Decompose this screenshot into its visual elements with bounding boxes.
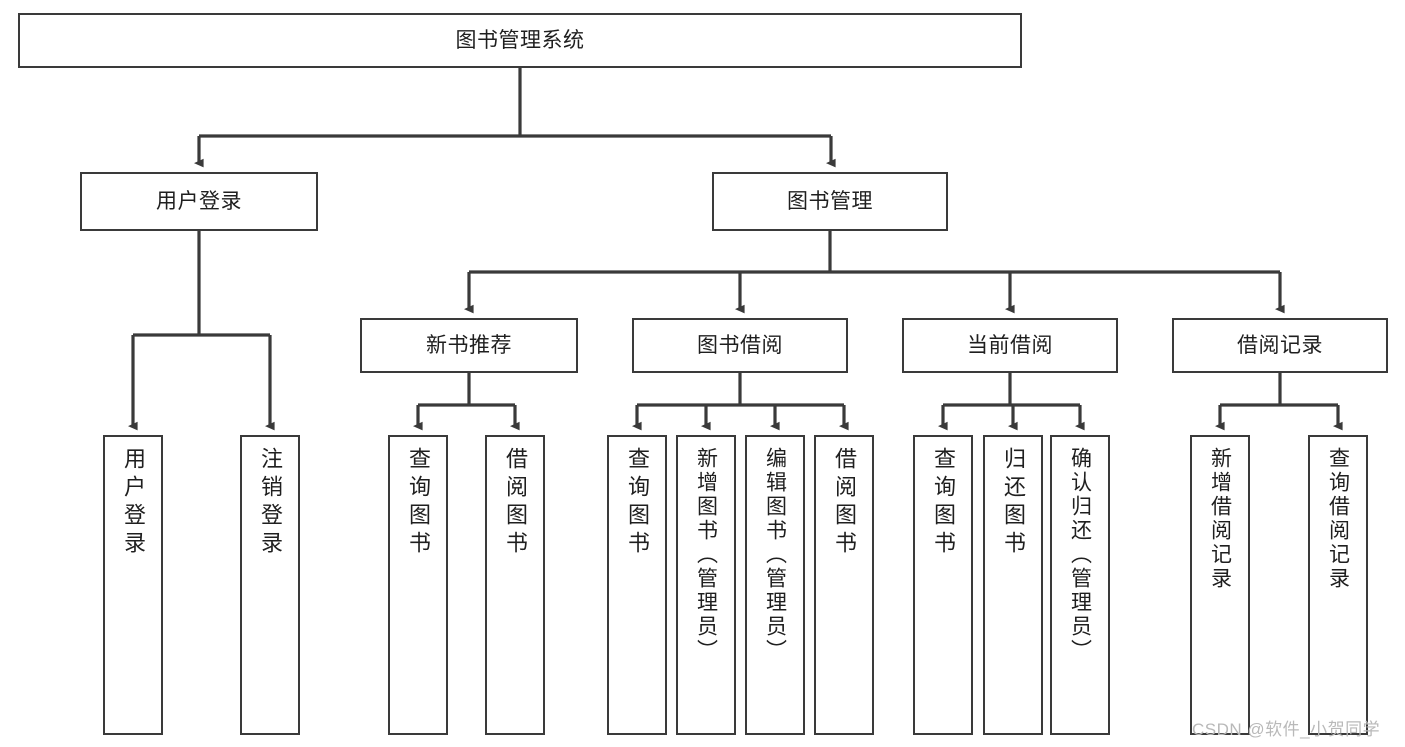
leaf-logout[interactable]: 注销登录 — [240, 435, 300, 735]
leaf-query-book-current-label: 查询图书 — [931, 447, 956, 559]
leaf-return-book-label: 归还图书 — [1001, 447, 1026, 559]
node-book-borrow[interactable]: 图书借阅 — [632, 318, 848, 373]
leaf-user-login-label: 用户登录 — [121, 447, 146, 559]
leaf-borrow-book-label: 借阅图书 — [832, 447, 857, 559]
node-current-borrow[interactable]: 当前借阅 — [902, 318, 1118, 373]
node-new-book-recommend[interactable]: 新书推荐 — [360, 318, 578, 373]
node-book-borrow-label: 图书借阅 — [697, 333, 783, 357]
node-current-borrow-label: 当前借阅 — [967, 333, 1053, 357]
leaf-return-book[interactable]: 归还图书 — [983, 435, 1043, 735]
leaf-add-borrow-record[interactable]: 新增借阅记录 — [1190, 435, 1250, 735]
leaf-borrow-book-recommend-label: 借阅图书 — [503, 447, 528, 559]
node-user-login[interactable]: 用户登录 — [80, 172, 318, 231]
node-root-label: 图书管理系统 — [455, 28, 585, 52]
leaf-user-login[interactable]: 用户登录 — [103, 435, 163, 735]
leaf-query-book-recommend-label: 查询图书 — [406, 447, 431, 559]
node-book-management[interactable]: 图书管理 — [712, 172, 948, 231]
leaf-logout-label: 注销登录 — [258, 447, 283, 559]
node-new-book-recommend-label: 新书推荐 — [426, 333, 512, 357]
node-user-login-label: 用户登录 — [156, 189, 242, 213]
leaf-query-borrow-record[interactable]: 查询借阅记录 — [1308, 435, 1368, 735]
leaf-borrow-book-recommend[interactable]: 借阅图书 — [485, 435, 545, 735]
leaf-query-book-borrow[interactable]: 查询图书 — [607, 435, 667, 735]
leaf-confirm-return-admin[interactable]: 确认归还（管理员） — [1050, 435, 1110, 735]
leaf-query-borrow-record-label: 查询借阅记录 — [1326, 447, 1350, 591]
leaf-query-book-recommend[interactable]: 查询图书 — [388, 435, 448, 735]
node-borrow-record-label: 借阅记录 — [1237, 333, 1323, 357]
leaf-add-book-admin[interactable]: 新增图书（管理员） — [676, 435, 736, 735]
leaf-add-borrow-record-label: 新增借阅记录 — [1208, 447, 1232, 591]
leaf-query-book-borrow-label: 查询图书 — [625, 447, 650, 559]
leaf-edit-book-admin-label: 编辑图书（管理员） — [763, 447, 787, 663]
node-borrow-record[interactable]: 借阅记录 — [1172, 318, 1388, 373]
leaf-edit-book-admin[interactable]: 编辑图书（管理员） — [745, 435, 805, 735]
csdn-watermark: CSDN @软件_小贺同学 — [1192, 720, 1381, 739]
leaf-confirm-return-admin-label: 确认归还（管理员） — [1068, 447, 1092, 663]
node-book-management-label: 图书管理 — [787, 189, 873, 213]
leaf-query-book-current[interactable]: 查询图书 — [913, 435, 973, 735]
leaf-add-book-admin-label: 新增图书（管理员） — [694, 447, 718, 663]
leaf-borrow-book[interactable]: 借阅图书 — [814, 435, 874, 735]
node-root[interactable]: 图书管理系统 — [18, 13, 1022, 68]
